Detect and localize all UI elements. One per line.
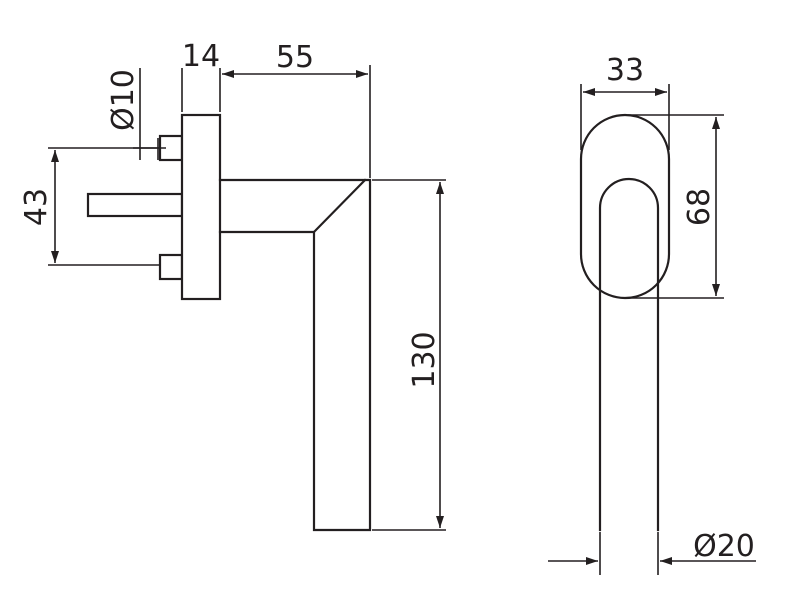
side-view: 14 55 Ø10 43 130 — [19, 39, 446, 532]
dim-label-33: 33 — [606, 53, 644, 88]
dim-label-55: 55 — [276, 40, 314, 75]
lever-profile — [218, 178, 372, 532]
dim-label-43: 43 — [19, 188, 54, 226]
rosette-outline — [579, 113, 671, 300]
dim-label-68: 68 — [682, 188, 717, 226]
dim-label-d10: Ø10 — [106, 69, 141, 131]
dim-label-130: 130 — [407, 331, 442, 388]
screw-bottom — [158, 253, 184, 281]
lever-bevel — [312, 178, 367, 234]
dim-label-14: 14 — [182, 39, 220, 74]
lever-front-outline — [598, 177, 660, 532]
base-plate — [180, 113, 222, 301]
spindle — [86, 192, 184, 218]
front-view: 33 68 Ø20 — [548, 53, 756, 575]
dim-label-d20: Ø20 — [693, 529, 755, 564]
